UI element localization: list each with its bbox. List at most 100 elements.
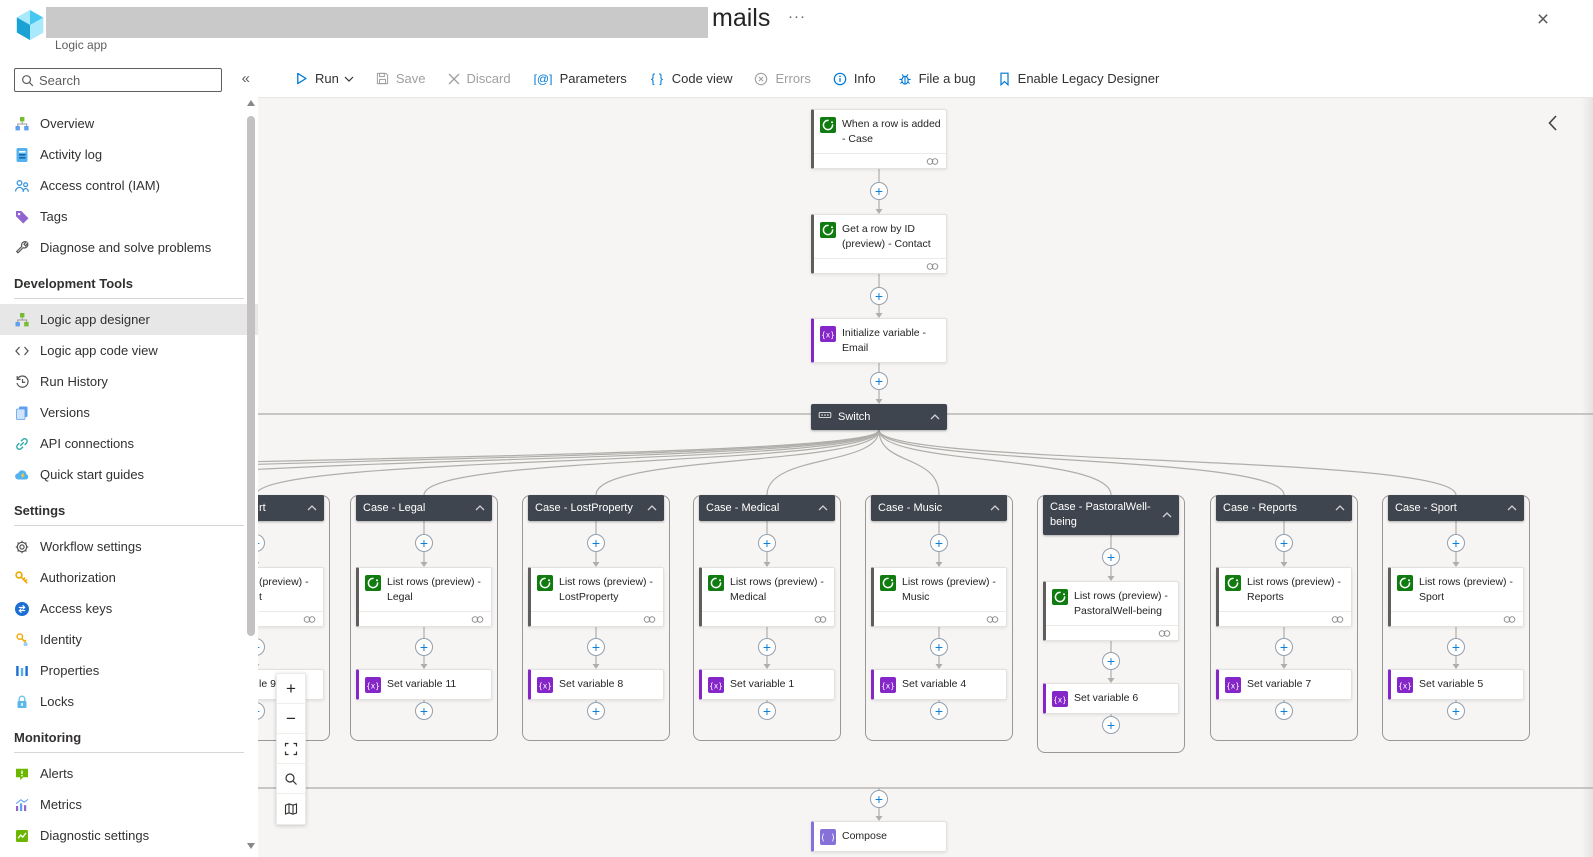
sidebar-search-box[interactable] <box>14 68 222 92</box>
add-step-button[interactable]: + <box>930 702 948 720</box>
chevron-down-icon[interactable] <box>344 76 354 82</box>
action-card-list-rows-preview-pastoralwell-being[interactable]: List rows (preview) - PastoralWell-being <box>1043 581 1179 642</box>
add-step-button[interactable]: + <box>415 702 433 720</box>
chevron-up-icon[interactable] <box>307 505 317 511</box>
sidebar-item-alerts[interactable]: Alerts <box>0 758 258 789</box>
add-step-button[interactable]: + <box>758 534 776 552</box>
sidebar-item-access-control-iam[interactable]: Access control (IAM) <box>0 170 258 201</box>
case-header-case-legal[interactable]: Case - Legal <box>356 495 492 521</box>
zoom-out-button[interactable]: − <box>277 704 305 734</box>
save-button[interactable]: Save <box>365 61 437 97</box>
case-header-case-lostproperty[interactable]: Case - LostProperty <box>528 495 664 521</box>
parameters-button[interactable]: [@]Parameters <box>522 61 638 97</box>
file-a-bug-button[interactable]: File a bug <box>887 61 987 97</box>
add-step-button[interactable]: + <box>930 534 948 552</box>
add-step-button[interactable]: + <box>1447 534 1465 552</box>
zoom-in-button[interactable]: + <box>277 674 305 704</box>
action-card-set-variable-11[interactable]: {x}Set variable 11 <box>356 669 492 700</box>
sidebar-item-logic-app-designer[interactable]: Logic app designer <box>0 304 258 335</box>
sidebar-item-locks[interactable]: Locks <box>0 686 258 717</box>
chevron-up-icon[interactable] <box>1162 512 1172 518</box>
sidebar-item-authorization[interactable]: Authorization <box>0 562 258 593</box>
collapse-panel-chevron-icon[interactable] <box>1548 115 1557 136</box>
chevron-up-icon[interactable] <box>990 505 1000 511</box>
add-step-button[interactable]: + <box>587 702 605 720</box>
action-card-list-rows-preview-reports[interactable]: List rows (preview) - Reports <box>1216 567 1352 628</box>
add-step-button[interactable]: + <box>930 638 948 656</box>
action-card-set-variable-6[interactable]: {x}Set variable 6 <box>1043 683 1179 714</box>
sidebar-item-activity-log[interactable]: Activity log <box>0 139 258 170</box>
errors-button[interactable]: Errors <box>743 61 821 97</box>
sidebar-item-metrics[interactable]: Metrics <box>0 789 258 820</box>
sidebar-item-tags[interactable]: Tags <box>0 201 258 232</box>
scroll-up-icon[interactable] <box>247 100 255 106</box>
run-button[interactable]: Run <box>284 61 365 97</box>
sidebar-item-diagnostic-settings[interactable]: Diagnostic settings <box>0 820 258 851</box>
add-step-button[interactable]: + <box>1102 716 1120 734</box>
add-step-button[interactable]: + <box>1102 548 1120 566</box>
action-card-list-rows-preview-medical[interactable]: List rows (preview) - Medical <box>699 567 835 628</box>
add-step-button[interactable]: + <box>587 638 605 656</box>
chevron-up-icon[interactable] <box>647 505 657 511</box>
add-step-button[interactable]: + <box>758 638 776 656</box>
close-icon[interactable]: × <box>1536 8 1550 31</box>
case-header-case-pastoralwell-being[interactable]: Case - PastoralWell-being <box>1043 495 1179 535</box>
add-step-button[interactable]: + <box>415 638 433 656</box>
zoom-search-button[interactable] <box>277 764 305 794</box>
scroll-down-icon[interactable] <box>247 843 255 849</box>
action-card-set-variable-8[interactable]: {x}Set variable 8 <box>528 669 664 700</box>
add-step-button[interactable]: + <box>415 534 433 552</box>
code-view-button[interactable]: { }Code view <box>638 61 744 97</box>
sidebar-item-run-history[interactable]: Run History <box>0 366 258 397</box>
chevron-up-icon[interactable] <box>930 414 940 420</box>
case-header-case-reports[interactable]: Case - Reports <box>1216 495 1352 521</box>
chevron-up-icon[interactable] <box>475 505 485 511</box>
add-step-button[interactable]: + <box>870 372 888 390</box>
sidebar-item-diagnose-and-solve-problems[interactable]: Diagnose and solve problems <box>0 232 258 263</box>
add-step-button[interactable]: + <box>1447 638 1465 656</box>
sidebar-item-quick-start-guides[interactable]: Quick start guides <box>0 459 258 490</box>
add-step-button[interactable]: + <box>1447 702 1465 720</box>
case-header-case-sport[interactable]: Case - Sport <box>1388 495 1524 521</box>
info-button[interactable]: Info <box>822 61 887 97</box>
minimap-button[interactable] <box>277 794 305 824</box>
action-card-set-variable-5[interactable]: {x}Set variable 5 <box>1388 669 1524 700</box>
sidebar-item-api-connections[interactable]: API connections <box>0 428 258 459</box>
trigger-card-when-a-row-is-added-case[interactable]: When a row is added - Case <box>811 109 947 170</box>
case-header-case-medical[interactable]: Case - Medical <box>699 495 835 521</box>
case-header-case-music[interactable]: Case - Music <box>871 495 1007 521</box>
sidebar-item-access-keys[interactable]: Access keys <box>0 593 258 624</box>
action-card-list-rows-preview-legal[interactable]: List rows (preview) - Legal <box>356 567 492 628</box>
search-input[interactable] <box>39 72 215 88</box>
action-card-get-a-row-by-id-preview-contact[interactable]: Get a row by ID (preview) - Contact <box>811 214 947 275</box>
sidebar-item-workflow-settings[interactable]: Workflow settings <box>0 531 258 562</box>
action-card-set-variable-7[interactable]: {x}Set variable 7 <box>1216 669 1352 700</box>
switch-card[interactable]: Switch <box>811 404 947 430</box>
add-step-button[interactable]: + <box>1275 638 1293 656</box>
scrollbar-thumb[interactable] <box>247 116 255 636</box>
add-step-button[interactable]: + <box>587 534 605 552</box>
action-card-set-variable-1[interactable]: {x}Set variable 1 <box>699 669 835 700</box>
action-card-list-rows-preview-lostproperty[interactable]: List rows (preview) - LostProperty <box>528 567 664 628</box>
title-more-menu[interactable]: ··· <box>788 8 806 25</box>
add-step-button[interactable]: + <box>1275 534 1293 552</box>
sidebar-item-identity[interactable]: Identity <box>0 624 258 655</box>
add-step-button[interactable]: + <box>870 790 888 808</box>
discard-button[interactable]: Discard <box>437 61 522 97</box>
chevron-up-icon[interactable] <box>818 505 828 511</box>
sidebar-item-properties[interactable]: Properties <box>0 655 258 686</box>
action-card-list-rows-preview-sport[interactable]: List rows (preview) - Sport <box>1388 567 1524 628</box>
sidebar-collapse-button[interactable]: « <box>241 70 250 87</box>
add-step-button[interactable]: + <box>870 287 888 305</box>
fit-screen-button[interactable] <box>277 734 305 764</box>
sidebar-scrollbar[interactable] <box>246 98 256 853</box>
add-step-button[interactable]: + <box>1102 652 1120 670</box>
sidebar-item-versions[interactable]: Versions <box>0 397 258 428</box>
designer-canvas[interactable]: When a row is added - Case + Get a row by … <box>258 98 1593 857</box>
chevron-up-icon[interactable] <box>1335 505 1345 511</box>
add-step-button[interactable]: + <box>758 702 776 720</box>
chevron-up-icon[interactable] <box>1507 505 1517 511</box>
action-card-set-variable-4[interactable]: {x}Set variable 4 <box>871 669 1007 700</box>
action-card-list-rows-partial[interactable]: (preview) -t <box>258 567 324 628</box>
enable-legacy-designer-button[interactable]: Enable Legacy Designer <box>987 61 1171 97</box>
